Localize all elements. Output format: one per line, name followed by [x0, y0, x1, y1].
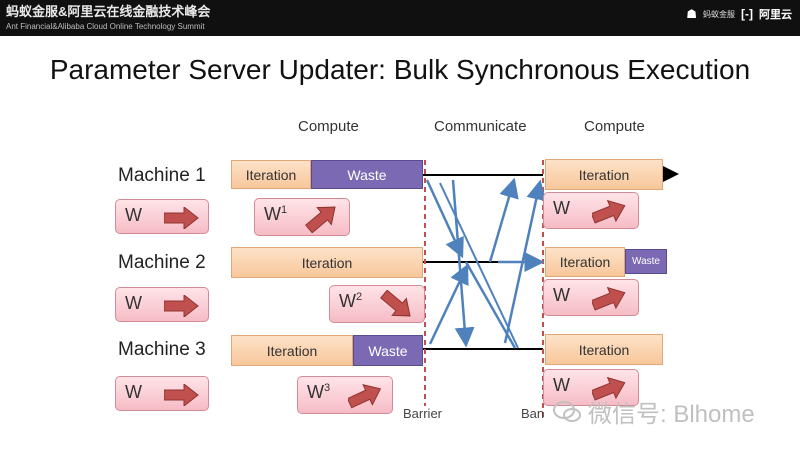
param-label: W [125, 293, 142, 313]
param-label: W [553, 375, 570, 395]
up-right-arrow-icon [592, 376, 626, 401]
update-label: W2 [339, 291, 363, 311]
ant-financial-logo: 蚂蚁金服 [703, 9, 735, 19]
param-label: W [553, 285, 570, 305]
event-subtitle: Ant Financial&Alibaba Cloud Online Techn… [6, 22, 205, 31]
machine-2-param-card: W [115, 287, 209, 322]
watermark-text: 微信号: Blhome [588, 401, 755, 428]
machine-1-next-iteration: Iteration [545, 159, 663, 190]
comm-arrow [439, 182, 519, 349]
right-arrow-icon [164, 207, 199, 229]
up-right-arrow-icon [348, 384, 382, 409]
header-bar: 蚂蚁金服&阿里云在线金融技术峰会 Ant Financial&Alibaba C… [0, 0, 800, 36]
up-right-arrow-icon [305, 206, 336, 233]
right-arrow-icon [164, 295, 199, 317]
machine-3-waste: Waste [353, 335, 423, 366]
machine-1-label: Machine 1 [118, 165, 206, 186]
update-label: W3 [307, 382, 331, 402]
comm-arrow [425, 179, 464, 259]
wechat-icon [553, 400, 581, 422]
down-right-arrow-icon [380, 290, 411, 317]
machine-3-next-iteration: Iteration [545, 334, 663, 365]
machine-3-synced-param-card: W [543, 369, 639, 406]
comm-arrow [428, 263, 469, 345]
machine-3-update-card: W3 [297, 376, 393, 414]
update-label: W1 [264, 204, 288, 224]
event-title: 蚂蚁金服&阿里云在线金融技术峰会 [6, 4, 211, 19]
param-label: W [125, 382, 142, 402]
param-label: W [553, 198, 570, 218]
up-right-arrow-icon [592, 286, 626, 311]
column-heading-compute-left: Compute [298, 118, 359, 135]
machine-1-waste: Waste [311, 160, 423, 189]
comm-arrow [488, 177, 519, 263]
machine-3-label: Machine 3 [118, 339, 206, 360]
machine-3-iteration: Iteration [231, 335, 353, 366]
watermark: 微信号: Blhome [552, 394, 755, 429]
aliyun-logo: 阿里云 [759, 9, 792, 21]
ant-logo-icon: ☗ [686, 7, 697, 21]
slide-title: Parameter Server Updater: Bulk Synchrono… [49, 54, 751, 85]
up-right-arrow-icon [592, 199, 626, 224]
column-heading-compute-right: Compute [584, 118, 645, 135]
barrier-right-label: Ban [521, 406, 545, 421]
machine-1-synced-param-card: W [543, 192, 639, 229]
machine-1-update-card: W1 [254, 198, 350, 236]
machine-2-label: Machine 2 [118, 252, 206, 273]
param-label: W [125, 205, 142, 225]
sponsor-logos: ☗ 蚂蚁金服 [-] 阿里云 [686, 6, 792, 22]
machine-3-param-card: W [115, 376, 209, 411]
comm-arrow [451, 179, 475, 348]
column-heading-communicate: Communicate [434, 118, 527, 135]
machine-2-update-card: W2 [329, 285, 425, 323]
machine-2-synced-param-card: W [543, 279, 639, 316]
machine-2-next-iteration: Iteration [545, 247, 625, 277]
aliyun-logo-icon: [-] [741, 7, 753, 21]
machine-2-next-waste: Waste [625, 249, 667, 274]
machine-2-iteration: Iteration [231, 247, 423, 278]
machine-1-iteration: Iteration [231, 160, 311, 189]
barrier-left-label: Barrier [403, 406, 443, 421]
right-arrow-icon [164, 384, 199, 406]
machine-1-param-card: W [115, 199, 209, 234]
